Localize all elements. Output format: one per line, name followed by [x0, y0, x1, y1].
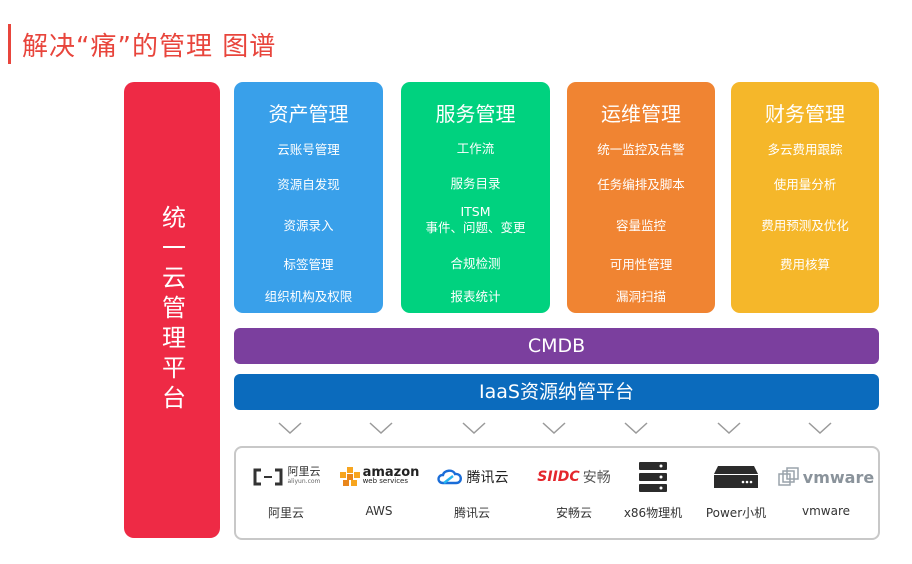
providers-panel: 阿里云 aliyun.com 阿里云 amazon web services A… — [234, 446, 880, 540]
card-item: 资源自发现 — [277, 177, 340, 192]
card-title: 运维管理 — [601, 102, 681, 126]
provider-label: 腾讯云 — [453, 506, 490, 520]
page-title: 解决“痛”的管理 图谱 — [22, 32, 277, 62]
card-item: 统一监控及告警 — [597, 142, 685, 157]
chevron-down-icon — [542, 422, 566, 435]
card-finance-management: 财务管理 多云费用跟踪 使用量分析 费用预测及优化 费用核算 — [731, 82, 879, 313]
server-rack-icon — [607, 460, 699, 494]
provider-label: Power小机 — [705, 506, 767, 520]
cmdb-bar: CMDB — [234, 328, 879, 364]
card-ops-management: 运维管理 统一监控及告警 任务编排及脚本 容量监控 可用性管理 漏洞扫描 — [567, 82, 715, 313]
platform-pillar: 统一云管理平台 — [124, 82, 220, 538]
chevron-down-icon — [717, 422, 741, 435]
card-asset-management: 资产管理 云账号管理 资源自发现 资源录入 标签管理 组织机构及权限 — [234, 82, 383, 313]
provider-label: vmware — [801, 504, 850, 518]
chevron-down-icon — [808, 422, 832, 435]
provider-aliyun: 阿里云 aliyun.com 阿里云 — [240, 448, 332, 538]
card-item: 任务编排及脚本 — [597, 177, 685, 192]
anchang-logo: SIIDC 安畅 — [537, 469, 611, 486]
card-service-management: 服务管理 工作流 服务目录 ITSM 事件、问题、变更 合规检测 报表统计 — [401, 82, 550, 313]
card-item: 费用预测及优化 — [761, 218, 849, 233]
aliyun-logo: 阿里云 aliyun.com — [240, 460, 332, 494]
provider-tencent: 腾讯云 腾讯云 — [426, 448, 518, 538]
power-server-icon — [690, 460, 782, 494]
chevron-down-icon — [624, 422, 648, 435]
chevron-down-icon — [462, 422, 486, 435]
card-item: 资源录入 — [283, 218, 334, 233]
card-item: 云账号管理 — [277, 142, 340, 157]
card-item: 服务目录 — [450, 176, 501, 191]
iaas-bar: IaaS资源纳管平台 — [234, 374, 879, 410]
provider-label: 安畅云 — [555, 506, 592, 520]
chevron-down-icon — [278, 422, 302, 435]
card-item: 标签管理 — [283, 257, 334, 272]
card-item: 组织机构及权限 — [264, 289, 353, 304]
card-item: 容量监控 — [615, 218, 666, 233]
aws-logo: amazon web services — [333, 460, 425, 494]
card-title: 财务管理 — [765, 102, 845, 126]
provider-vmware: vmware vmware — [776, 448, 876, 538]
provider-aws: amazon web services AWS — [333, 448, 425, 538]
card-item: 报表统计 — [450, 289, 501, 304]
provider-power: Power小机 — [690, 448, 782, 538]
provider-label: 阿里云 — [267, 506, 304, 520]
card-item: 可用性管理 — [609, 257, 673, 272]
vmware-logo: vmware — [776, 460, 876, 494]
card-item: ITSM — [460, 204, 491, 219]
card-title: 服务管理 — [435, 102, 516, 126]
tencent-cloud-logo: 腾讯云 — [426, 460, 518, 494]
card-item: 工作流 — [456, 141, 495, 156]
provider-label: AWS — [365, 504, 393, 518]
card-item: 合规检测 — [450, 256, 501, 271]
provider-x86: x86物理机 — [607, 448, 699, 538]
card-item: 多云费用跟踪 — [767, 142, 843, 157]
card-title: 资产管理 — [268, 102, 349, 126]
card-item: 费用核算 — [779, 257, 830, 272]
provider-anchang: SIIDC 安畅 安畅云 — [528, 448, 620, 538]
platform-label: 统一云管理平台 — [157, 205, 186, 415]
chevron-down-icon — [369, 422, 393, 435]
provider-label: x86物理机 — [623, 506, 683, 520]
card-item: 事件、问题、变更 — [425, 220, 526, 235]
card-item: 漏洞扫描 — [615, 289, 666, 304]
title-accent-bar — [8, 24, 11, 64]
card-item: 使用量分析 — [773, 177, 837, 192]
